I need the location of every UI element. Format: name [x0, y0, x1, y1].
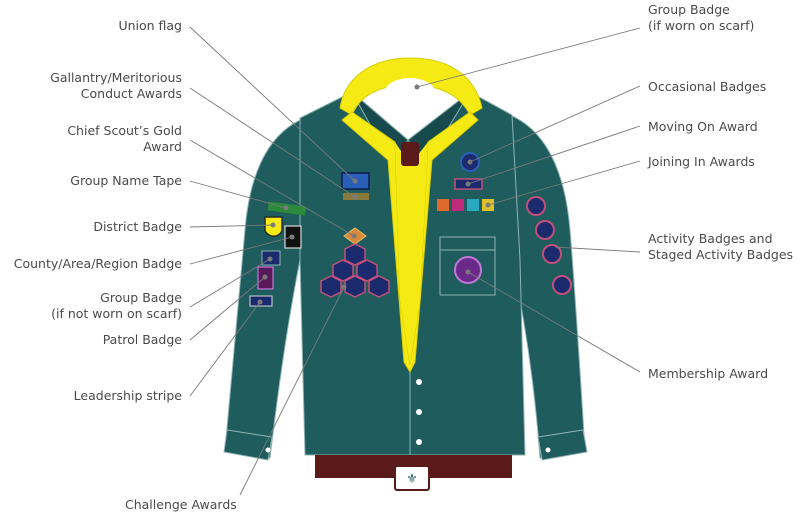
scarf-back	[339, 57, 483, 116]
label-group-name-tape: Group Name Tape	[70, 173, 182, 188]
leader-lines	[189, 26, 641, 496]
label-county-badge: County/Area/Region Badge	[13, 256, 182, 271]
label-chief-scout-gold-award: Chief Scout’s Gold Award	[67, 123, 182, 154]
label-group-badge-not-scarf: Group Badge (if not worn on scarf)	[51, 290, 182, 321]
label-leadership-stripe: Leadership stripe	[73, 388, 182, 403]
woggle	[401, 142, 419, 166]
label-district-badge: District Badge	[93, 219, 182, 234]
label-membership-award: Membership Award	[648, 366, 769, 381]
label-patrol-badge: Patrol Badge	[102, 332, 182, 347]
joining-in-awards	[437, 199, 494, 211]
label-activity-badges: Activity Badges and Staged Activity Badg…	[648, 231, 794, 262]
belt-buckle	[394, 465, 430, 491]
left-cuff	[223, 429, 273, 461]
chest-pocket	[439, 236, 496, 296]
label-group-badge-scarf: Group Badge (if worn on scarf)	[648, 2, 755, 33]
activity-badges	[526, 196, 572, 295]
challenge-awards	[320, 243, 390, 298]
label-moving-on-award: Moving On Award	[648, 119, 758, 134]
label-gallantry-awards: Gallantry/Meritorious Conduct Awards	[50, 70, 182, 101]
right-cuff	[537, 429, 588, 461]
label-joining-in-awards: Joining In Awards	[648, 154, 755, 169]
label-occasional-badges: Occasional Badges	[648, 79, 767, 94]
label-union-flag: Union flag	[118, 18, 182, 33]
label-challenge-awards: Challenge Awards	[125, 497, 237, 512]
svg-text:⚜: ⚜	[406, 472, 418, 487]
